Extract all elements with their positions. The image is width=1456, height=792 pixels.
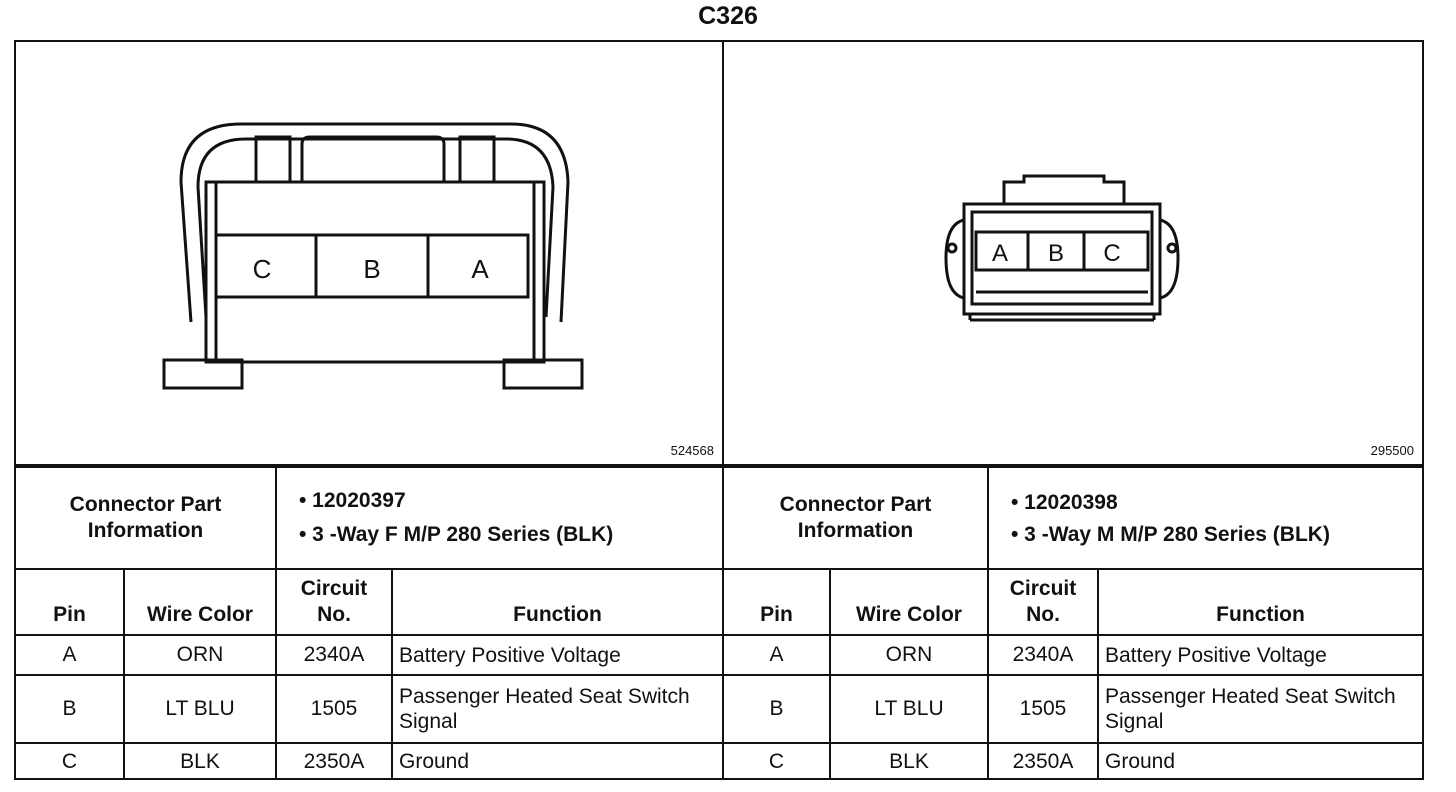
table-row: A ORN 2340A Battery Positive Voltage — [16, 634, 722, 676]
column-header-pin: Pin — [724, 568, 831, 636]
figure-reference-number: 524568 — [670, 443, 714, 458]
column-header-wire-color: Wire Color — [123, 568, 277, 636]
function-cell: Passenger Heated Seat Switch Signal — [391, 674, 722, 744]
circuit-cell: 2350A — [987, 742, 1099, 779]
table-row: C BLK 2350A Ground — [16, 742, 722, 779]
column-header-function: Function — [391, 568, 722, 636]
connector-ear-left — [944, 218, 965, 300]
pin-cell: A — [724, 634, 831, 676]
wire-color-cell: BLK — [829, 742, 989, 779]
connector-tab-center — [300, 135, 446, 182]
connector-ear-right — [1159, 218, 1180, 300]
male-connector-drawing: A B C — [944, 174, 1180, 322]
function-cell: Ground — [1097, 742, 1422, 779]
column-header-circuit: Circuit No. — [987, 568, 1099, 636]
figure-reference-number: 295500 — [1370, 443, 1414, 458]
pin-cavity-strip — [214, 233, 530, 299]
part-number: • 12020397 — [299, 489, 406, 512]
part-description: • 3 -Way M M/P 280 Series (BLK) — [1011, 523, 1330, 546]
connector-info-label: Connector Part Information — [724, 466, 989, 570]
function-cell: Battery Positive Voltage — [391, 634, 722, 676]
connector-foot-right — [502, 358, 584, 390]
pin-label: A — [471, 254, 489, 284]
circuit-cell: 2340A — [275, 634, 393, 676]
function-cell: Passenger Heated Seat Switch Signal — [1097, 674, 1422, 744]
pin-cell: C — [724, 742, 831, 779]
wire-color-cell: BLK — [123, 742, 277, 779]
connector-diagram-left: C B A 524568 — [16, 42, 722, 466]
circuit-cell: 2340A — [987, 634, 1099, 676]
pin-label: C — [253, 254, 272, 284]
connector-diagram-right: A B C 295500 — [724, 42, 1422, 466]
wire-color-cell: ORN — [123, 634, 277, 676]
pin-cell: B — [724, 674, 831, 744]
female-connector-drawing: C B A — [162, 122, 584, 390]
table-row: C BLK 2350A Ground — [724, 742, 1422, 779]
circuit-cell: 2350A — [275, 742, 393, 779]
circuit-cell: 1505 — [987, 674, 1099, 744]
part-number: • 12020398 — [1011, 491, 1118, 514]
circuit-cell: 1505 — [275, 674, 393, 744]
connector-body — [204, 180, 546, 364]
connector-right: A B C 295500 Connector Part Information … — [724, 42, 1422, 779]
pin-cell: B — [16, 674, 125, 744]
connector-hood-outline — [179, 122, 570, 323]
pin-label: B — [1048, 240, 1064, 267]
column-header-wire-color: Wire Color — [829, 568, 989, 636]
pin-label: C — [1103, 240, 1120, 267]
connector-part-info: • 12020398 • 3 -Way M M/P 280 Series (BL… — [987, 466, 1422, 570]
pinout-table-left: Connector Part Information • 12020397 • … — [16, 466, 722, 779]
pin-cell: C — [16, 742, 125, 779]
part-description: • 3 -Way F M/P 280 Series (BLK) — [299, 523, 614, 546]
connector-part-info: • 12020397 • 3 -Way F M/P 280 Series (BL… — [275, 466, 722, 570]
connector-sheet: C B A 524568 Connector Part Information … — [14, 40, 1424, 780]
table-row: A ORN 2340A Battery Positive Voltage — [724, 634, 1422, 676]
pin-label: B — [363, 254, 380, 284]
column-header-pin: Pin — [16, 568, 125, 636]
connector-latch — [1002, 174, 1126, 204]
wire-color-cell: ORN — [829, 634, 989, 676]
page-title: C326 — [698, 2, 758, 30]
function-cell: Battery Positive Voltage — [1097, 634, 1422, 676]
connector-left: C B A 524568 Connector Part Information … — [16, 42, 724, 779]
pinout-table-right: Connector Part Information • 12020398 • … — [724, 466, 1422, 779]
connector-body — [962, 202, 1162, 316]
pin-label: A — [992, 240, 1008, 267]
column-header-function: Function — [1097, 568, 1422, 636]
function-cell: Ground — [391, 742, 722, 779]
pin-cell: A — [16, 634, 125, 676]
table-row: B LT BLU 1505 Passenger Heated Seat Swit… — [724, 674, 1422, 744]
table-row: B LT BLU 1505 Passenger Heated Seat Swit… — [16, 674, 722, 744]
connector-foot-left — [162, 358, 244, 390]
connector-info-label: Connector Part Information — [16, 466, 277, 570]
pin-cavity-strip — [974, 230, 1150, 272]
wire-color-cell: LT BLU — [829, 674, 989, 744]
wire-color-cell: LT BLU — [123, 674, 277, 744]
connector-tab-right — [458, 135, 496, 184]
connector-tab-left — [254, 135, 292, 184]
connector-hood-inner — [196, 137, 555, 318]
column-header-circuit: Circuit No. — [275, 568, 393, 636]
